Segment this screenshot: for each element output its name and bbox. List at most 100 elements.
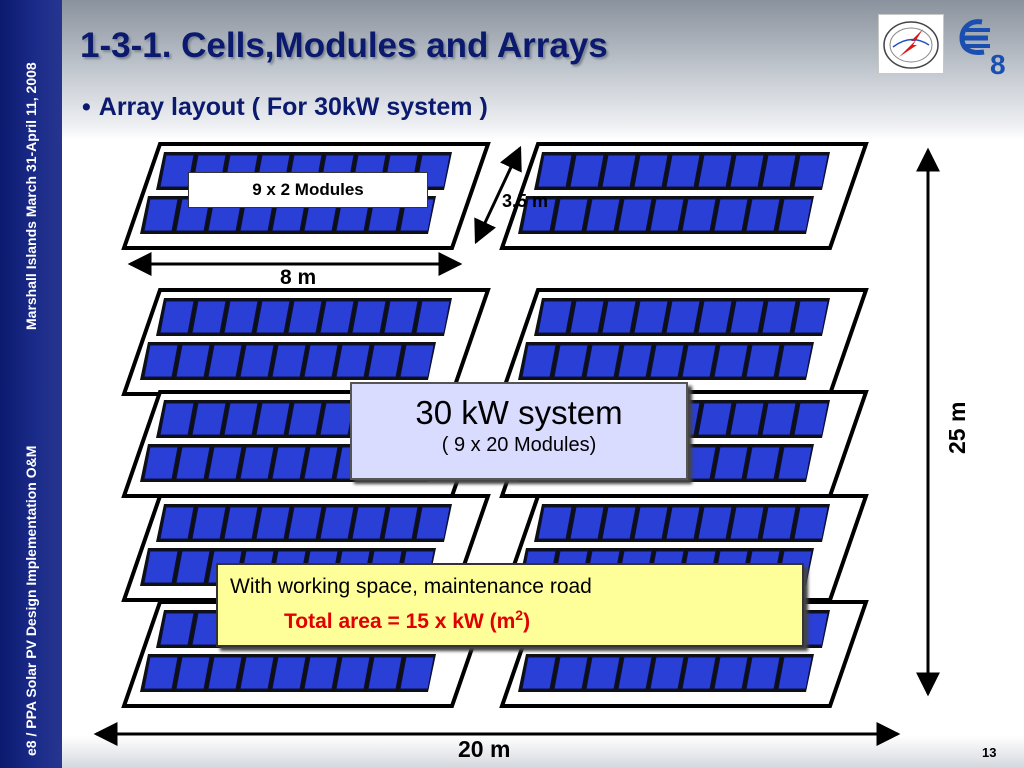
page-number: 13 <box>982 745 997 760</box>
pv-module <box>601 300 637 334</box>
pv-module <box>793 402 829 436</box>
pv-module <box>415 506 451 540</box>
pv-module <box>287 402 323 436</box>
array-block <box>499 142 869 250</box>
row-depth-label: 3.5 m <box>502 191 549 211</box>
array-block <box>499 288 869 396</box>
pv-module <box>335 344 371 378</box>
pv-module <box>175 344 211 378</box>
pv-module <box>649 344 685 378</box>
pv-module <box>761 300 797 334</box>
pv-module <box>697 154 733 188</box>
pv-module <box>553 656 589 690</box>
pv-module <box>617 656 653 690</box>
pv-module <box>207 656 243 690</box>
pv-module <box>617 344 653 378</box>
pv-module <box>745 344 781 378</box>
pv-module <box>649 198 685 232</box>
pv-module <box>729 300 765 334</box>
row-width-label: 8 m <box>280 266 317 289</box>
pv-module <box>287 506 323 540</box>
row-depth-arrow <box>474 145 522 245</box>
pv-module <box>761 402 797 436</box>
pv-module <box>793 300 829 334</box>
pv-module <box>745 198 781 232</box>
pv-module <box>553 198 589 232</box>
e8-logo-graphic: 8 <box>959 19 1006 80</box>
pv-module <box>537 154 573 188</box>
pv-module <box>303 446 339 480</box>
pv-module <box>239 656 275 690</box>
total-depth-label: 25 m <box>944 401 970 454</box>
pv-module <box>191 402 227 436</box>
total-area-box: With working space, maintenance road Tot… <box>216 563 804 647</box>
pv-module <box>223 506 259 540</box>
system-module-count: ( 9 x 20 Modules) <box>441 434 597 456</box>
pv-module <box>553 344 589 378</box>
pv-module <box>777 344 813 378</box>
pv-module <box>255 506 291 540</box>
pv-module <box>569 154 605 188</box>
pv-module <box>415 300 451 334</box>
pv-module <box>777 656 813 690</box>
pv-module <box>367 344 403 378</box>
pv-module <box>399 656 435 690</box>
pv-module <box>255 402 291 436</box>
pv-module <box>713 344 749 378</box>
pv-module <box>569 300 605 334</box>
slide-title: 1-3-1. Cells,Modules and Arrays <box>80 26 608 65</box>
panel-module-count-label: 9 x 2 Modules <box>188 172 428 208</box>
pv-module <box>399 344 435 378</box>
pv-module <box>159 506 195 540</box>
pv-module <box>521 198 557 232</box>
system-summary-box: 30 kW system ( 9 x 20 Modules) <box>350 382 688 480</box>
area-note: With working space, maintenance road <box>230 575 592 598</box>
area-formula: Total area = 15 x kW (m2) <box>284 607 530 634</box>
pv-module <box>239 446 275 480</box>
pv-module <box>159 402 195 436</box>
pv-module <box>729 402 765 436</box>
pv-module <box>585 656 621 690</box>
pv-module <box>383 506 419 540</box>
pv-module <box>287 300 323 334</box>
pv-module <box>537 300 573 334</box>
pv-module <box>665 300 701 334</box>
pv-module <box>521 656 557 690</box>
pv-module <box>239 344 275 378</box>
pv-module <box>761 154 797 188</box>
pv-module <box>351 506 387 540</box>
pv-module <box>601 154 637 188</box>
pv-module <box>633 300 669 334</box>
pv-module <box>697 300 733 334</box>
svg-text:8: 8 <box>990 49 1006 78</box>
pv-module <box>729 506 765 540</box>
pv-module <box>649 656 685 690</box>
pv-module <box>159 300 195 334</box>
pv-module <box>713 656 749 690</box>
pv-module <box>681 198 717 232</box>
pv-module <box>617 198 653 232</box>
pv-module <box>729 154 765 188</box>
sidebar: Marshall Islands March 31-April 11, 2008… <box>0 0 62 768</box>
pv-module <box>681 656 717 690</box>
pv-module <box>585 344 621 378</box>
pv-module <box>383 300 419 334</box>
array-block <box>121 142 491 250</box>
area-formula-exponent: 2 <box>515 607 524 623</box>
pv-module <box>681 344 717 378</box>
pv-module <box>601 506 637 540</box>
sidebar-event-text: Marshall Islands March 31-April 11, 2008 <box>23 62 39 330</box>
pv-module <box>207 344 243 378</box>
pv-module <box>223 402 259 436</box>
pv-module <box>569 506 605 540</box>
pv-module <box>143 656 179 690</box>
pv-module <box>143 446 179 480</box>
pv-module <box>319 506 355 540</box>
pv-module <box>255 300 291 334</box>
pv-module <box>793 154 829 188</box>
total-width-label: 20 m <box>458 736 511 762</box>
pv-module <box>713 198 749 232</box>
pv-module <box>665 506 701 540</box>
pv-module <box>521 344 557 378</box>
pv-module <box>335 656 371 690</box>
